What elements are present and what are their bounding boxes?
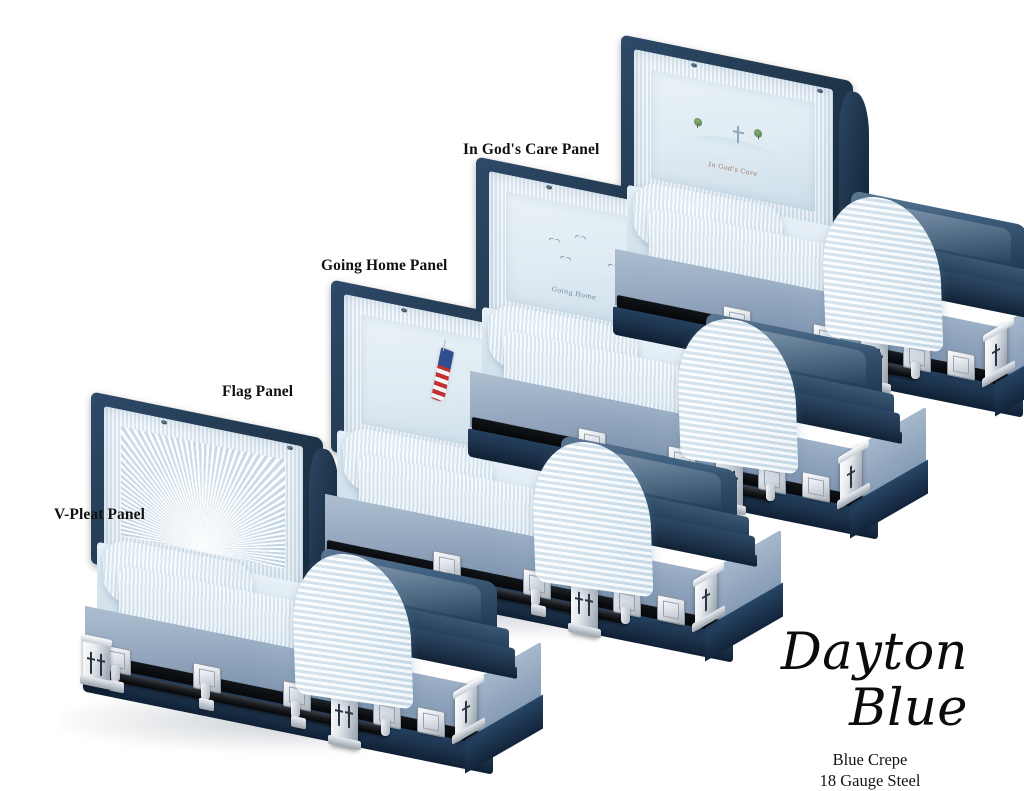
tree-icon <box>754 128 763 140</box>
spec-list: Blue Crepe 18 Gauge Steel <box>690 749 1020 791</box>
casket-body-shell <box>80 605 543 775</box>
handle-escutcheon <box>802 471 830 503</box>
american-flag-icon <box>431 347 455 404</box>
panel-script-text: Going Home <box>551 284 597 302</box>
title-block: Dayton Blue Blue Crepe 18 Gauge Steel <box>690 625 1020 791</box>
panel-label-in-gods-care: In God's Care Panel <box>463 141 600 158</box>
spec-material: Blue Crepe <box>832 750 908 769</box>
handle-lug <box>201 683 210 700</box>
handle-escutcheon <box>947 349 975 381</box>
handle-lug <box>291 701 300 718</box>
hill-shape <box>690 130 776 158</box>
cross-icon <box>992 342 1000 371</box>
handle-lug <box>381 719 390 736</box>
cross-icon <box>462 699 470 728</box>
cross-icon <box>702 587 710 616</box>
tree-icon <box>693 117 702 129</box>
handle-lug <box>911 362 920 379</box>
cross-icon <box>97 653 105 679</box>
handle-lug <box>621 607 630 624</box>
panel-label-flag: Flag Panel <box>222 383 294 400</box>
cross-icon <box>575 591 583 617</box>
casket-v-pleat[interactable] <box>45 391 543 775</box>
spec-gauge: 18 Gauge Steel <box>819 771 921 790</box>
dove-icon <box>560 256 571 266</box>
handle-escutcheon <box>417 706 445 738</box>
dove-icon <box>575 235 586 245</box>
handle-lug <box>111 665 120 682</box>
page-title: Dayton Blue <box>780 623 968 738</box>
panel-label-v-pleat: V-Pleat Panel <box>54 506 145 523</box>
cross-icon <box>847 464 855 493</box>
handle-escutcheon <box>657 594 685 626</box>
corner-post-cross <box>80 633 113 691</box>
cross-icon <box>335 703 343 729</box>
cross-icon <box>87 651 95 677</box>
handle-lug <box>766 484 775 501</box>
cross-icon <box>345 705 353 731</box>
panel-label-going-home: Going Home Panel <box>321 257 448 274</box>
dove-icon <box>549 237 560 247</box>
handle-lug <box>531 589 540 606</box>
cross-icon <box>585 593 593 619</box>
